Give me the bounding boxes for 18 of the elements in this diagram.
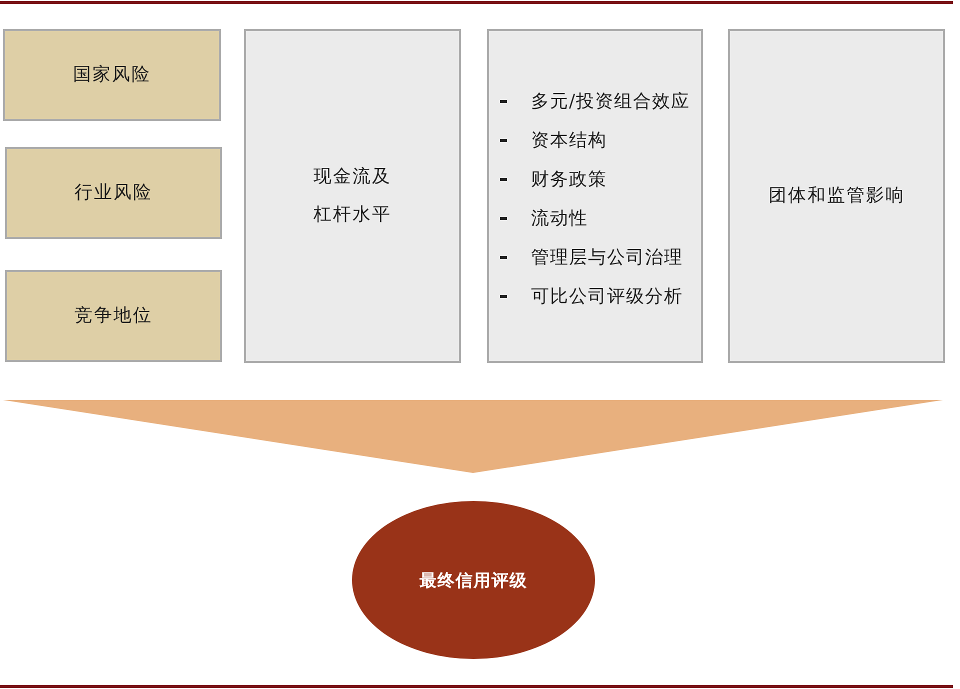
info-box [3,29,221,121]
list-item: 可比公司评级分析 [531,284,683,308]
info-box [5,147,222,239]
box-label: 行业风险 [74,181,152,205]
box-label: 国家风险 [73,63,151,87]
list-item: 管理层与公司治理 [531,246,683,270]
info-box [487,29,703,363]
oval-label: 最终信用评级 [420,570,528,592]
box-label: 团体和监管影响 [768,184,905,208]
info-box [244,29,461,363]
info-box [728,29,945,363]
box-label: 竞争地位 [74,304,152,328]
list-item: 财务政策 [531,168,607,192]
list-item: 多元/投资组合效应 [531,90,690,114]
box-label: 现金流及杠杆水平 [312,165,392,227]
list-item: 资本结构 [531,128,607,152]
list-item: 流动性 [531,206,588,230]
info-box [5,270,222,362]
